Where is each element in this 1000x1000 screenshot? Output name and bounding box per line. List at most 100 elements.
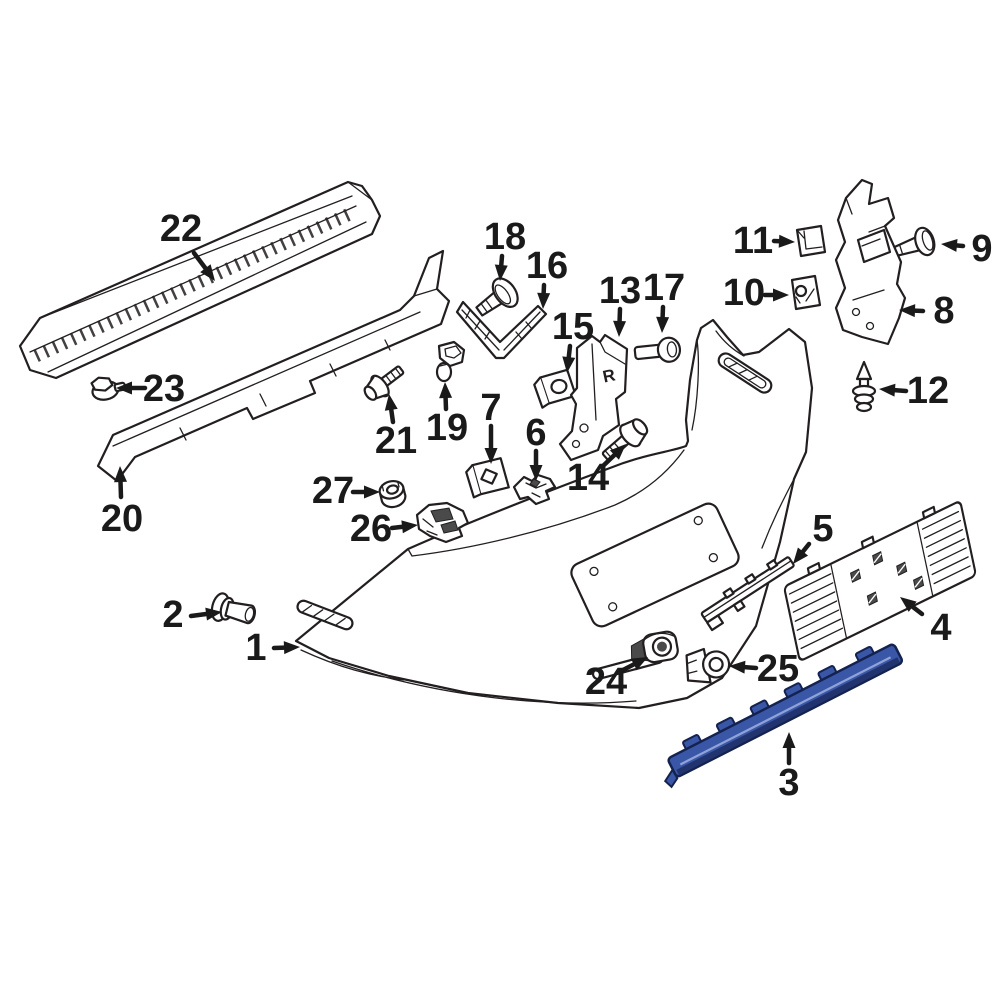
callout-21-arrow-head: [384, 394, 398, 411]
part-20-energy-absorber: [96, 249, 451, 483]
callout-26: 26: [350, 508, 418, 550]
part-7-grommet-clip: [465, 457, 510, 499]
callout-9-arrow-head: [941, 238, 958, 252]
part-number-3: 3: [778, 762, 799, 804]
part-21-bolt: [363, 365, 405, 401]
part-number-6: 6: [525, 412, 546, 454]
part-number-4: 4: [930, 607, 951, 649]
callout-27-arrow-head: [364, 485, 380, 499]
part-12-push-pin: [851, 360, 877, 413]
callout-25-arrow-head: [729, 660, 746, 674]
callout-11: 11: [733, 220, 795, 262]
callout-6: 6: [525, 412, 547, 481]
callout-9: 9: [941, 228, 993, 270]
callout-13-arrow-head: [613, 320, 627, 337]
part-number-15: 15: [552, 306, 594, 348]
part-23-bolt: [90, 376, 127, 401]
part-number-27: 27: [312, 470, 354, 512]
callout-4-arrow-head: [900, 597, 917, 612]
part-number-13: 13: [599, 270, 641, 312]
part-number-17: 17: [643, 267, 685, 309]
callout-7: 7: [480, 387, 502, 464]
callout-1-arrow-head: [283, 641, 300, 655]
callout-22-arrow-head: [200, 264, 215, 281]
callout-16: 16: [526, 245, 568, 309]
part-11-clip: [795, 224, 827, 258]
callout-23: 23: [116, 368, 185, 410]
callout-12-arrow-head: [879, 383, 896, 397]
callout-3: 3: [778, 732, 800, 804]
part-24-parking-sensor: [630, 630, 679, 664]
part-number-1: 1: [245, 627, 266, 669]
part-4-valance-panel: [783, 501, 977, 661]
part-16-hook-brace: [455, 300, 548, 360]
part-number-9: 9: [971, 228, 992, 270]
part-18-screw: [475, 277, 519, 317]
part-15-u-nut-clip: [533, 368, 577, 409]
callout-13: 13: [599, 270, 641, 337]
callout-20: 20: [101, 466, 143, 540]
part-number-20: 20: [101, 498, 143, 540]
valance-clips: [849, 550, 925, 606]
callout-8: 8: [899, 290, 955, 332]
callout-5-arrow-head: [793, 547, 809, 564]
callout-19: 19: [426, 382, 468, 449]
callout-27: 27: [312, 470, 380, 512]
part-14-bolt: [601, 418, 649, 462]
part-13-side-bracket: R: [558, 333, 629, 462]
part-number-21: 21: [375, 420, 417, 462]
callout-11-arrow-head: [778, 234, 795, 248]
callout-14: 14: [567, 444, 626, 499]
callout-12: 12: [879, 370, 949, 412]
reflector-slot: [296, 599, 354, 631]
part-number-18: 18: [484, 216, 526, 258]
callout-10: 10: [723, 272, 789, 314]
callout-16-arrow-head: [537, 292, 551, 309]
callout-18: 18: [484, 216, 526, 281]
callout-2: 2: [162, 594, 222, 636]
callout-17-arrow-head: [656, 316, 670, 333]
part-27-nut: [378, 479, 407, 509]
callout-6-arrow-head: [529, 465, 543, 481]
part-6-bracket: [512, 473, 557, 506]
part-19-clip-nut: [435, 340, 466, 383]
part-number-11: 11: [733, 220, 773, 262]
callout-3-arrow-head: [782, 732, 796, 748]
callout-21: 21: [375, 394, 417, 462]
callout-25: 25: [729, 648, 799, 690]
part-number-24: 24: [585, 661, 627, 703]
part-number-5: 5: [812, 508, 833, 550]
part-number-26: 26: [350, 508, 392, 550]
part-26-bracket: [415, 501, 470, 544]
taillight-slot: [717, 352, 773, 394]
callout-15-arrow-head: [562, 356, 576, 373]
part-2-retainer-pin: [210, 592, 256, 625]
callout-14-arrow-head: [609, 444, 626, 460]
callout-4: 4: [900, 597, 952, 649]
callout-1: 1: [245, 627, 300, 669]
part-17-bolt: [633, 336, 682, 363]
license-plate-recess: [570, 502, 740, 628]
callout-19-arrow-head: [439, 382, 453, 399]
callout-2-arrow-head: [205, 607, 222, 621]
callout-18-arrow-head: [494, 264, 508, 281]
part-number-23: 23: [143, 368, 185, 410]
part-10-retainer-clip: [790, 274, 822, 311]
part-5-step-pad-bracket: [700, 556, 795, 632]
part-number-19: 19: [426, 407, 468, 449]
part-number-2: 2: [162, 594, 183, 636]
callout-17: 17: [643, 267, 685, 333]
callout-24-arrow-head: [630, 657, 648, 671]
part-number-8: 8: [933, 290, 954, 332]
part-number-25: 25: [757, 648, 799, 690]
callout-20-arrow-head: [114, 466, 128, 483]
part-number-14: 14: [567, 457, 609, 499]
part-25-sensor-retainer: [685, 647, 731, 684]
callout-24: 24: [585, 657, 648, 703]
part-1-bumper-cover: [294, 318, 814, 710]
callout-8-arrow-head: [899, 304, 916, 318]
callout-5: 5: [793, 508, 834, 564]
